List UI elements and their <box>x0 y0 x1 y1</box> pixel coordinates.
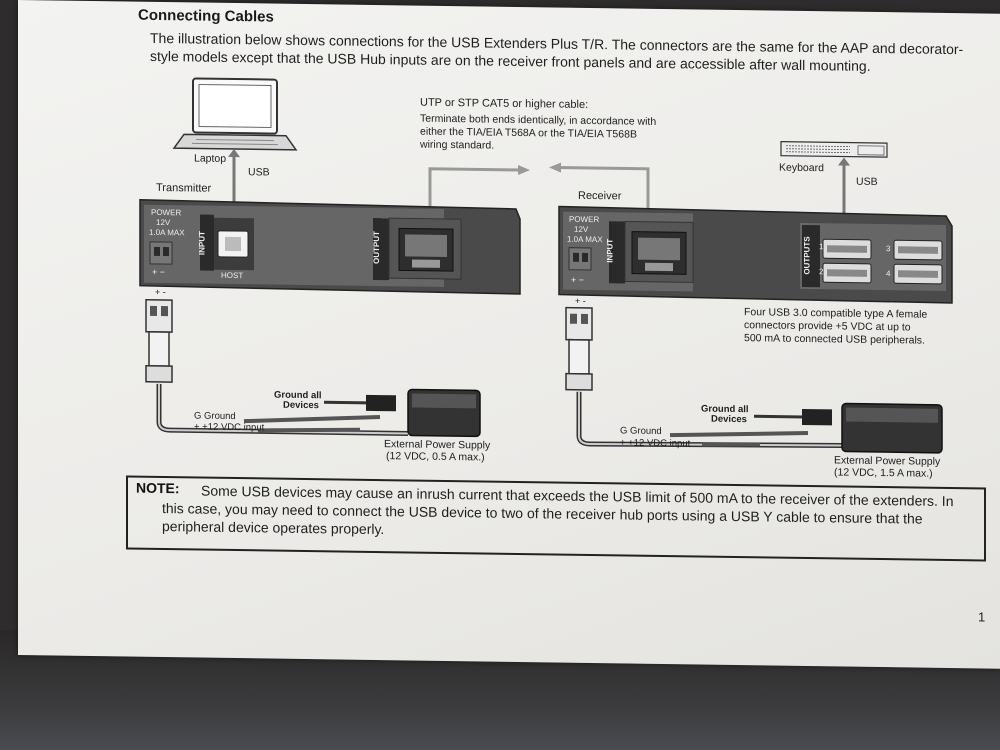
tx-devices: Devices <box>283 399 319 412</box>
transmitter-power-plug <box>145 299 173 383</box>
rx-port-2: 2 <box>819 267 824 277</box>
receiver-usb-label: USB <box>856 175 878 189</box>
rx-power-label: POWER <box>569 214 600 225</box>
rx-plug-polarity: + - <box>575 295 586 306</box>
page-number: 1 <box>978 609 986 625</box>
rx-devices: Devices <box>711 413 747 426</box>
usb-ports-desc-line-2: connectors provide +5 VDC at up to <box>744 319 911 334</box>
receiver-power-plug <box>565 306 593 391</box>
rx-port-3: 3 <box>886 244 891 254</box>
receiver-unit <box>558 205 953 304</box>
connection-diagram <box>139 77 953 454</box>
rx-vdc-input: + +12 VDC input <box>620 437 691 450</box>
usb-ports-desc-line-3: 500 mA to connected USB peripherals. <box>744 332 925 347</box>
receiver-power-supply <box>841 402 943 454</box>
tx-power-max: 1.0A MAX <box>149 227 185 238</box>
cable-title: UTP or STP CAT5 or higher cable: <box>420 96 589 111</box>
usb-ports-desc-line-1: Four USB 3.0 compatible type A female <box>744 306 928 321</box>
rx-psu-rating: (12 VDC, 1.5 A max.) <box>834 466 933 480</box>
keyboard-label: Keyboard <box>779 161 824 175</box>
tx-g-ground: G Ground <box>194 410 236 423</box>
receiver-label: Receiver <box>578 189 622 203</box>
note-text: Some USB devices may cause an inrush cur… <box>162 482 954 538</box>
transmitter-label: Transmitter <box>156 181 212 195</box>
rx-outputs-label: OUTPUTS <box>802 236 812 275</box>
rx-power-max: 1.0A MAX <box>567 234 603 245</box>
rx-g-ground: G Ground <box>620 425 662 437</box>
transmitter-power-supply <box>407 388 481 438</box>
tx-plug-polarity: + - <box>155 286 166 298</box>
laptop-icon <box>172 77 298 151</box>
keyboard-icon <box>780 141 888 158</box>
rx-port-4: 4 <box>886 269 891 279</box>
document-page: Connecting Cables The illustration below… <box>18 0 1000 669</box>
tx-vdc-input: + +12 VDC input <box>194 421 265 434</box>
rx-polarity: + − <box>571 274 585 285</box>
laptop-label: Laptop <box>194 152 227 165</box>
transmitter-unit <box>139 198 521 295</box>
tx-input-label: INPUT <box>197 231 207 256</box>
tx-output-label: OUTPUT <box>371 230 381 265</box>
rx-power-volts: 12V <box>574 224 589 234</box>
note-box: NOTE: Some USB devices may cause an inru… <box>126 475 986 562</box>
tx-host-label: HOST <box>221 270 244 281</box>
transmitter-usb-label: USB <box>248 166 270 179</box>
rx-input-label: INPUT <box>605 238 615 263</box>
tx-polarity: + − <box>152 266 166 278</box>
cable-desc-line-3: wiring standard. <box>420 138 495 152</box>
tx-psu-rating: (12 VDC, 0.5 A max.) <box>386 450 485 464</box>
rx-port-1: 1 <box>819 242 824 252</box>
tx-power-label: POWER <box>151 207 182 218</box>
tx-power-volts: 12V <box>156 217 171 228</box>
